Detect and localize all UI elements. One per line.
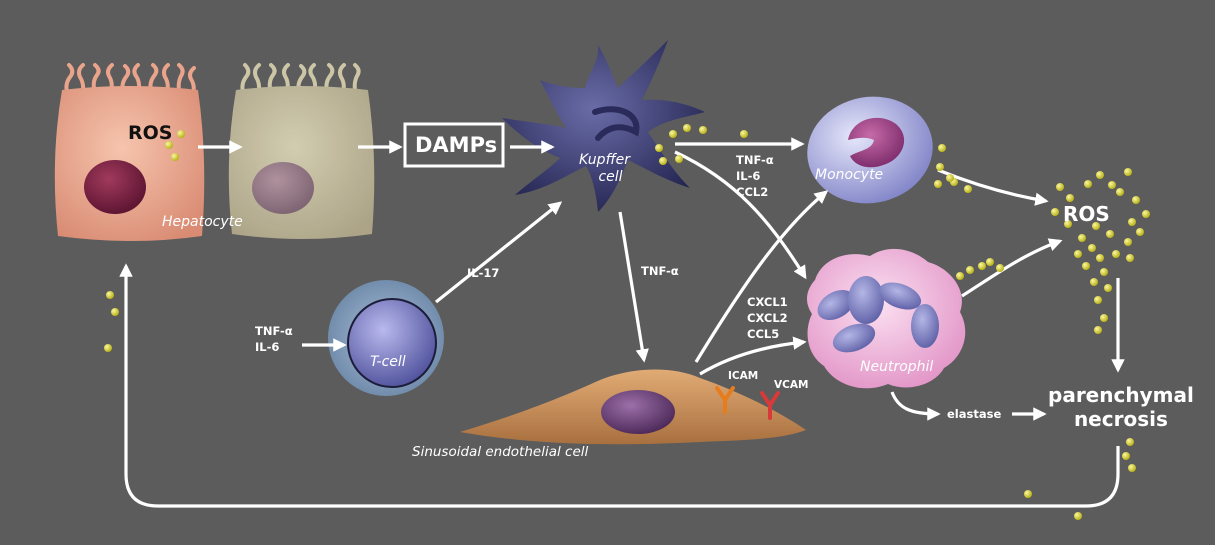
cytokine-tnf-alpha: TNF-α	[736, 153, 774, 167]
damps-box	[403, 122, 505, 168]
elastase-label: elastase	[947, 407, 1002, 421]
icam-label: ICAM	[728, 370, 759, 382]
endothelial-chemokines: CXCL1 CXCL2 CCL5	[747, 294, 788, 342]
tcell-label: T-cell	[370, 354, 406, 370]
il-17-label: IL-17	[467, 266, 500, 280]
monocyte-cell	[807, 96, 933, 204]
chemokine-cxcl1: CXCL1	[747, 295, 788, 309]
necrosis-line2: necrosis	[1073, 407, 1168, 431]
damaged-hepatocyte-cell	[228, 63, 375, 239]
ros-main-label: ROS	[1063, 202, 1110, 226]
kupffer-label-line1: Kupffer	[579, 152, 631, 168]
arrow-neutrophil-to-elastase	[890, 391, 941, 421]
tcell-input-cytokines: TNF-α IL-6	[255, 323, 293, 355]
vcam-label: VCAM	[774, 379, 809, 391]
neutrophil-label: Neutrophil	[860, 359, 934, 375]
hepatocyte-ros-label: ROS	[128, 122, 173, 144]
icam-receptor	[715, 386, 735, 414]
sinusoidal-endothelial-label: Sinusoidal endothelial cell	[412, 444, 589, 460]
t-cell	[328, 280, 444, 396]
kupffer-down-cytokine: TNF-α	[641, 264, 679, 278]
arrow-neutrophil-to-ros	[961, 238, 1063, 298]
monocyte-label: Monocyte	[815, 167, 884, 183]
neutrophil-cell	[806, 248, 966, 389]
arrow-tcell-to-kupffer	[435, 201, 563, 304]
pathway-arrows	[119, 137, 1125, 508]
arrow-necrosis-to-hepatocyte	[119, 263, 1120, 508]
arrow-kupffer-to-endothelial	[618, 211, 649, 363]
arrow-endo-to-neutrophil	[699, 336, 807, 376]
chemokine-ccl5: CCL5	[747, 327, 780, 341]
cytokine-ccl2: CCL2	[736, 185, 769, 199]
vcam-receptor	[760, 391, 780, 420]
hepatocyte-cell	[54, 63, 205, 241]
arrow-endo-to-monocyte	[694, 190, 829, 363]
parenchymal-necrosis-label: parenchymal necrosis	[1048, 383, 1194, 431]
sinusoidal-endothelial-cell	[460, 369, 806, 445]
kupffer-cell	[502, 40, 705, 212]
kupffer-cytokines: TNF-α IL-6 CCL2	[736, 152, 774, 200]
arrow-kupffer-to-neutrophil	[674, 150, 807, 280]
tcell-input-tnf: TNF-α	[255, 324, 293, 338]
tcell-input-il6: IL-6	[255, 340, 280, 354]
hepatocyte-label: Hepatocyte	[162, 214, 243, 230]
kupffer-label-line2: cell	[598, 169, 623, 185]
ros-particles	[104, 124, 1150, 520]
necrosis-line1: parenchymal	[1048, 383, 1194, 407]
kupffer-label: Kupffer cell	[579, 152, 630, 186]
cytokine-il-6: IL-6	[736, 169, 761, 183]
chemokine-cxcl2: CXCL2	[747, 311, 788, 325]
damps-label: DAMPs	[415, 133, 498, 157]
